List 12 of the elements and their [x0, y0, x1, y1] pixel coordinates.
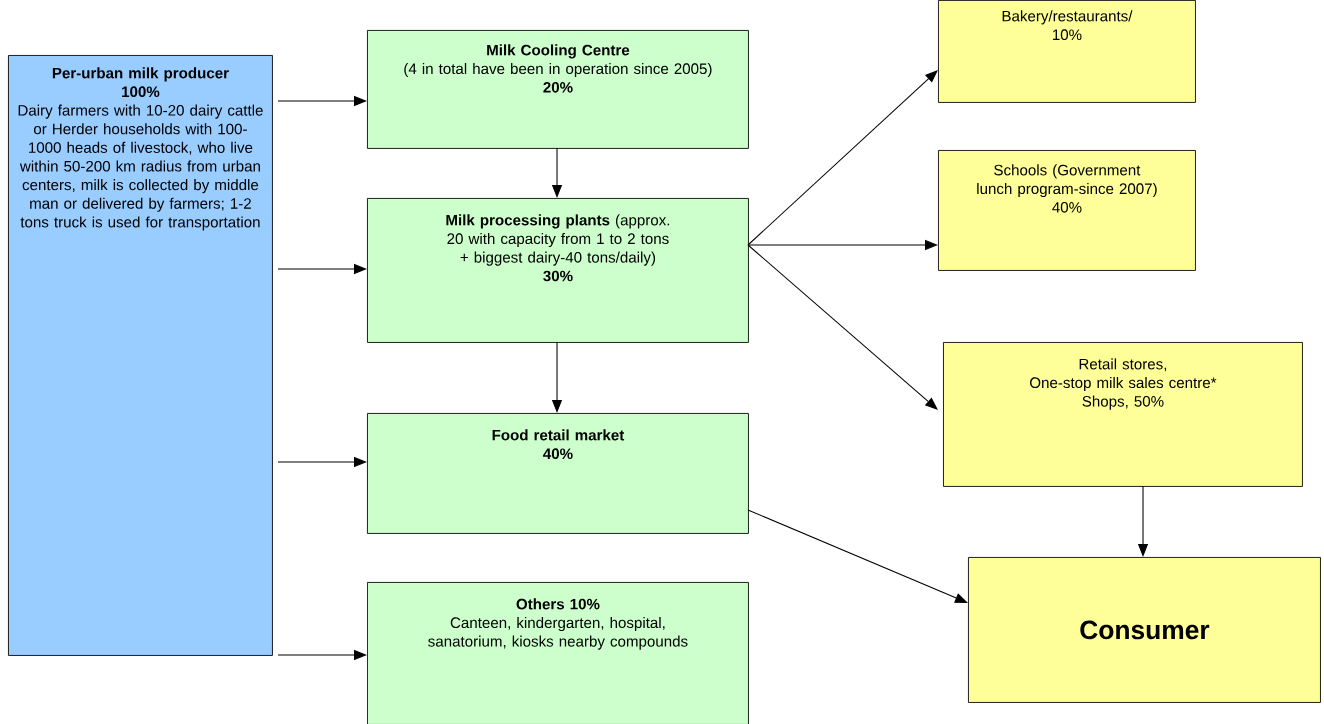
arrow: [747, 509, 968, 603]
arrow: [747, 70, 938, 246]
process-box: Others 10% Canteen, kindergarten, hospital, sanatorium, kiosks nearby compounds: [367, 582, 749, 724]
arrow: [747, 244, 938, 410]
process-box: Milk processing plants (approx. 20 with capacity from 1 to 2 tons + biggest dairy-40 tons/daily) 30%: [367, 198, 749, 343]
outlet-box: Schools (Government lunch program-since 2007) 40%: [938, 150, 1196, 271]
outlet-box: Retail stores, One-stop milk sales centre* Shops, 50%: [943, 342, 1303, 487]
outlet-box: Bakery/restaurants/ 10%: [938, 0, 1196, 103]
process-box: Milk Cooling Centre (4 in total have been in operation since 2005) 20%: [367, 30, 749, 149]
consumer-box: Consumer: [968, 557, 1321, 703]
source-box: Per-urban milk producer 100% Dairy farmers with 10-20 dairy cattle or Herder households with 100-1000 heads of livestock, who live within 50-200 km radius from urban centers, milk is collected by middle man or delivered by farmers; 1-2 tons truck is used for transportation: [8, 55, 273, 656]
process-box: Food retail market 40%: [367, 413, 749, 534]
